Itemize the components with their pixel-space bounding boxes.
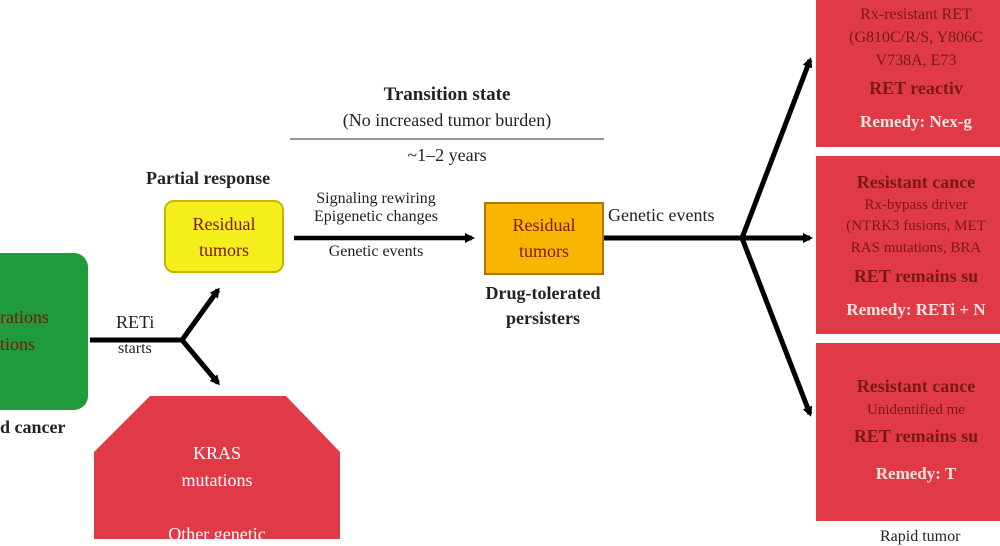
panel3-remedy: Remedy: T: [875, 464, 957, 483]
kras-octagon: [94, 396, 340, 539]
panel2-line3: (NTRK3 fusions, MET: [846, 218, 986, 234]
signaling-rewiring-label: Signaling rewiring: [316, 190, 436, 207]
fork-down-arrow: [180, 338, 220, 386]
residual-orange-line1: Residual: [512, 215, 576, 235]
residual-yellow-line2: tumors: [198, 240, 249, 260]
panel2-remedy: Remedy: RETi + N: [846, 300, 986, 319]
panel-ret-reactivation: [816, 0, 1000, 147]
persisters-line1: Drug-tolerated: [485, 283, 601, 303]
initial-box-line1: rations: [0, 307, 49, 327]
panel1-line3: V738A, E73: [875, 52, 957, 69]
panel2-line2: Rx-bypass driver: [864, 197, 968, 213]
panel3-line2: Unidentified me: [867, 402, 965, 418]
partial-response-label: Partial response: [146, 168, 271, 188]
epigenetic-changes-label: Epigenetic changes: [314, 208, 438, 225]
residual-orange-line2: tumors: [518, 241, 569, 261]
panel2-line1: Resistant cance: [856, 172, 976, 192]
genetic-events-right-label: Genetic events: [608, 205, 715, 225]
residual-tumors-box: [164, 200, 284, 273]
bottom-rapid-tumor-label: Rapid tumor: [880, 528, 961, 545]
panel1-line4: RET reactiv: [869, 78, 963, 98]
persisters-box: [484, 202, 604, 275]
initial-box-line2: tions: [0, 334, 36, 354]
residual-yellow-line1: Residual: [192, 214, 256, 234]
persisters-line2: persisters: [506, 308, 580, 328]
panel3-line3: RET remains su: [853, 426, 979, 446]
transition-subtitle: (No increased tumor burden): [342, 110, 552, 130]
panel1-line1: Rx-resistant RET: [860, 6, 972, 23]
panel2-line4: RAS mutations, BRA: [850, 240, 982, 256]
reti-label: RETi: [116, 312, 155, 332]
initial-cancer-caption: d cancer: [0, 417, 66, 437]
kras-line3: Other genetic: [168, 524, 266, 544]
panel3-line1: Resistant cance: [856, 376, 976, 396]
panel1-remedy: Remedy: Nex-g: [860, 112, 972, 131]
transition-duration: ~1–2 years: [407, 145, 487, 165]
panel1-line2: (G810C/R/S, Y806C: [849, 29, 983, 46]
transition-title: Transition state: [383, 84, 511, 105]
reti-starts-label: starts: [118, 340, 152, 357]
branch-up-arrow: [739, 57, 813, 239]
kras-line1: KRAS: [192, 443, 241, 463]
fork-up-arrow: [179, 287, 221, 342]
panel-bypass-driver: [816, 156, 1000, 334]
branch-down-arrow: [739, 237, 813, 417]
panel2-line5: RET remains su: [853, 266, 979, 286]
initial-cancer-box: [0, 253, 88, 410]
panel-unidentified: [816, 343, 1000, 521]
genetic-events-mid-label: Genetic events: [328, 243, 424, 260]
kras-line2: mutations: [181, 470, 253, 490]
